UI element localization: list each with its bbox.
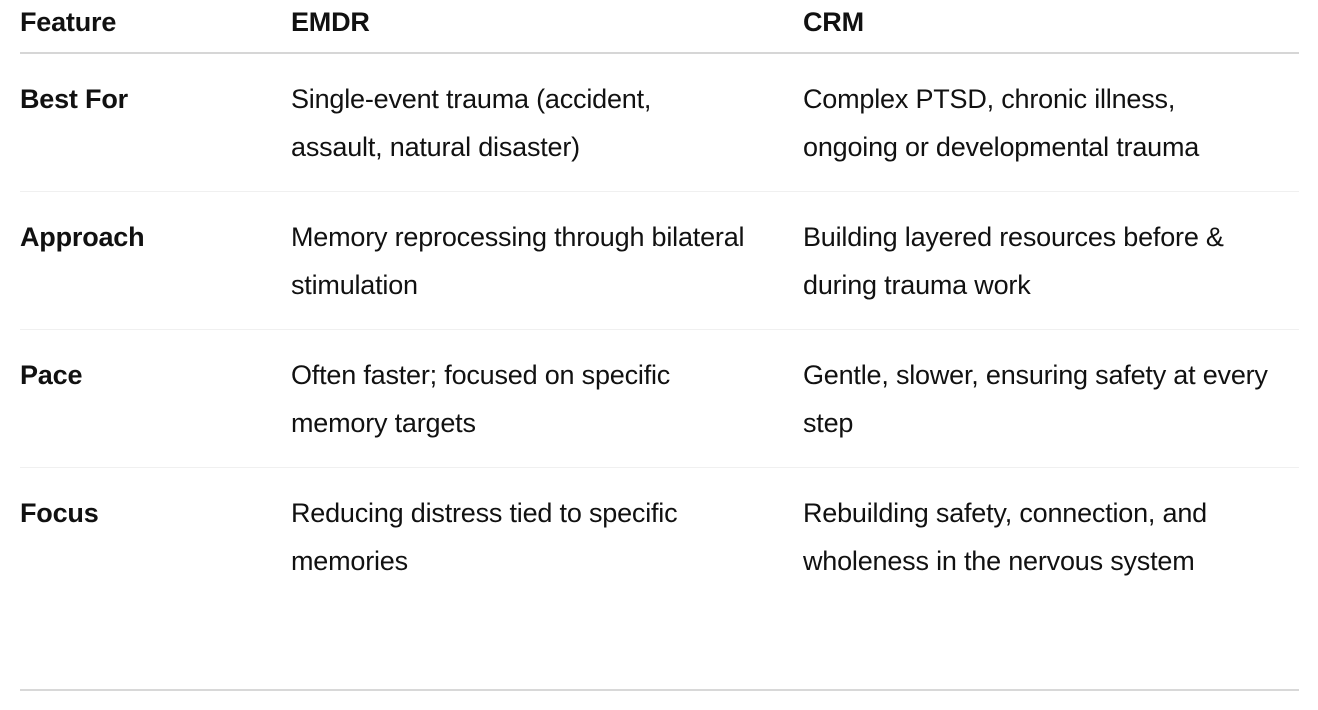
cell-best-for-emdr: Single-event trauma (accident, assault, … <box>291 53 803 192</box>
table-row-pace: Pace Often faster; focused on specific m… <box>20 329 1299 468</box>
row-label-pace: Pace <box>20 329 291 468</box>
cell-best-for-crm: Complex PTSD, chronic illness, ongoing o… <box>803 53 1299 192</box>
bottom-divider <box>20 689 1299 691</box>
table-row-approach: Approach Memory reprocessing through bil… <box>20 191 1299 330</box>
cell-approach-emdr: Memory reprocessing through bilateral st… <box>291 191 803 330</box>
comparison-table: Feature EMDR CRM Best For Single-event t… <box>20 0 1299 605</box>
row-label-focus: Focus <box>20 498 99 528</box>
cell-focus-crm: Rebuilding safety, connection, and whole… <box>803 498 1207 576</box>
cell-approach-crm: Building layered resources before & duri… <box>803 191 1299 330</box>
table-row-best-for: Best For Single-event trauma (accident, … <box>20 53 1299 192</box>
cell-pace-emdr: Often faster; focused on specific memory… <box>291 329 803 468</box>
cell-focus-emdr: Reducing distress tied to specific memor… <box>291 498 678 576</box>
column-header-feature: Feature <box>20 0 291 54</box>
table-header-row: Feature EMDR CRM <box>20 0 1299 54</box>
column-header-emdr: EMDR <box>291 0 803 54</box>
row-label-best-for: Best For <box>20 53 291 192</box>
column-header-crm: CRM <box>803 0 1299 54</box>
row-label-approach: Approach <box>20 191 291 330</box>
table-row-focus: Focus Reducing distress tied to specific… <box>20 468 1299 606</box>
cell-pace-crm: Gentle, slower, ensuring safety at every… <box>803 329 1299 468</box>
